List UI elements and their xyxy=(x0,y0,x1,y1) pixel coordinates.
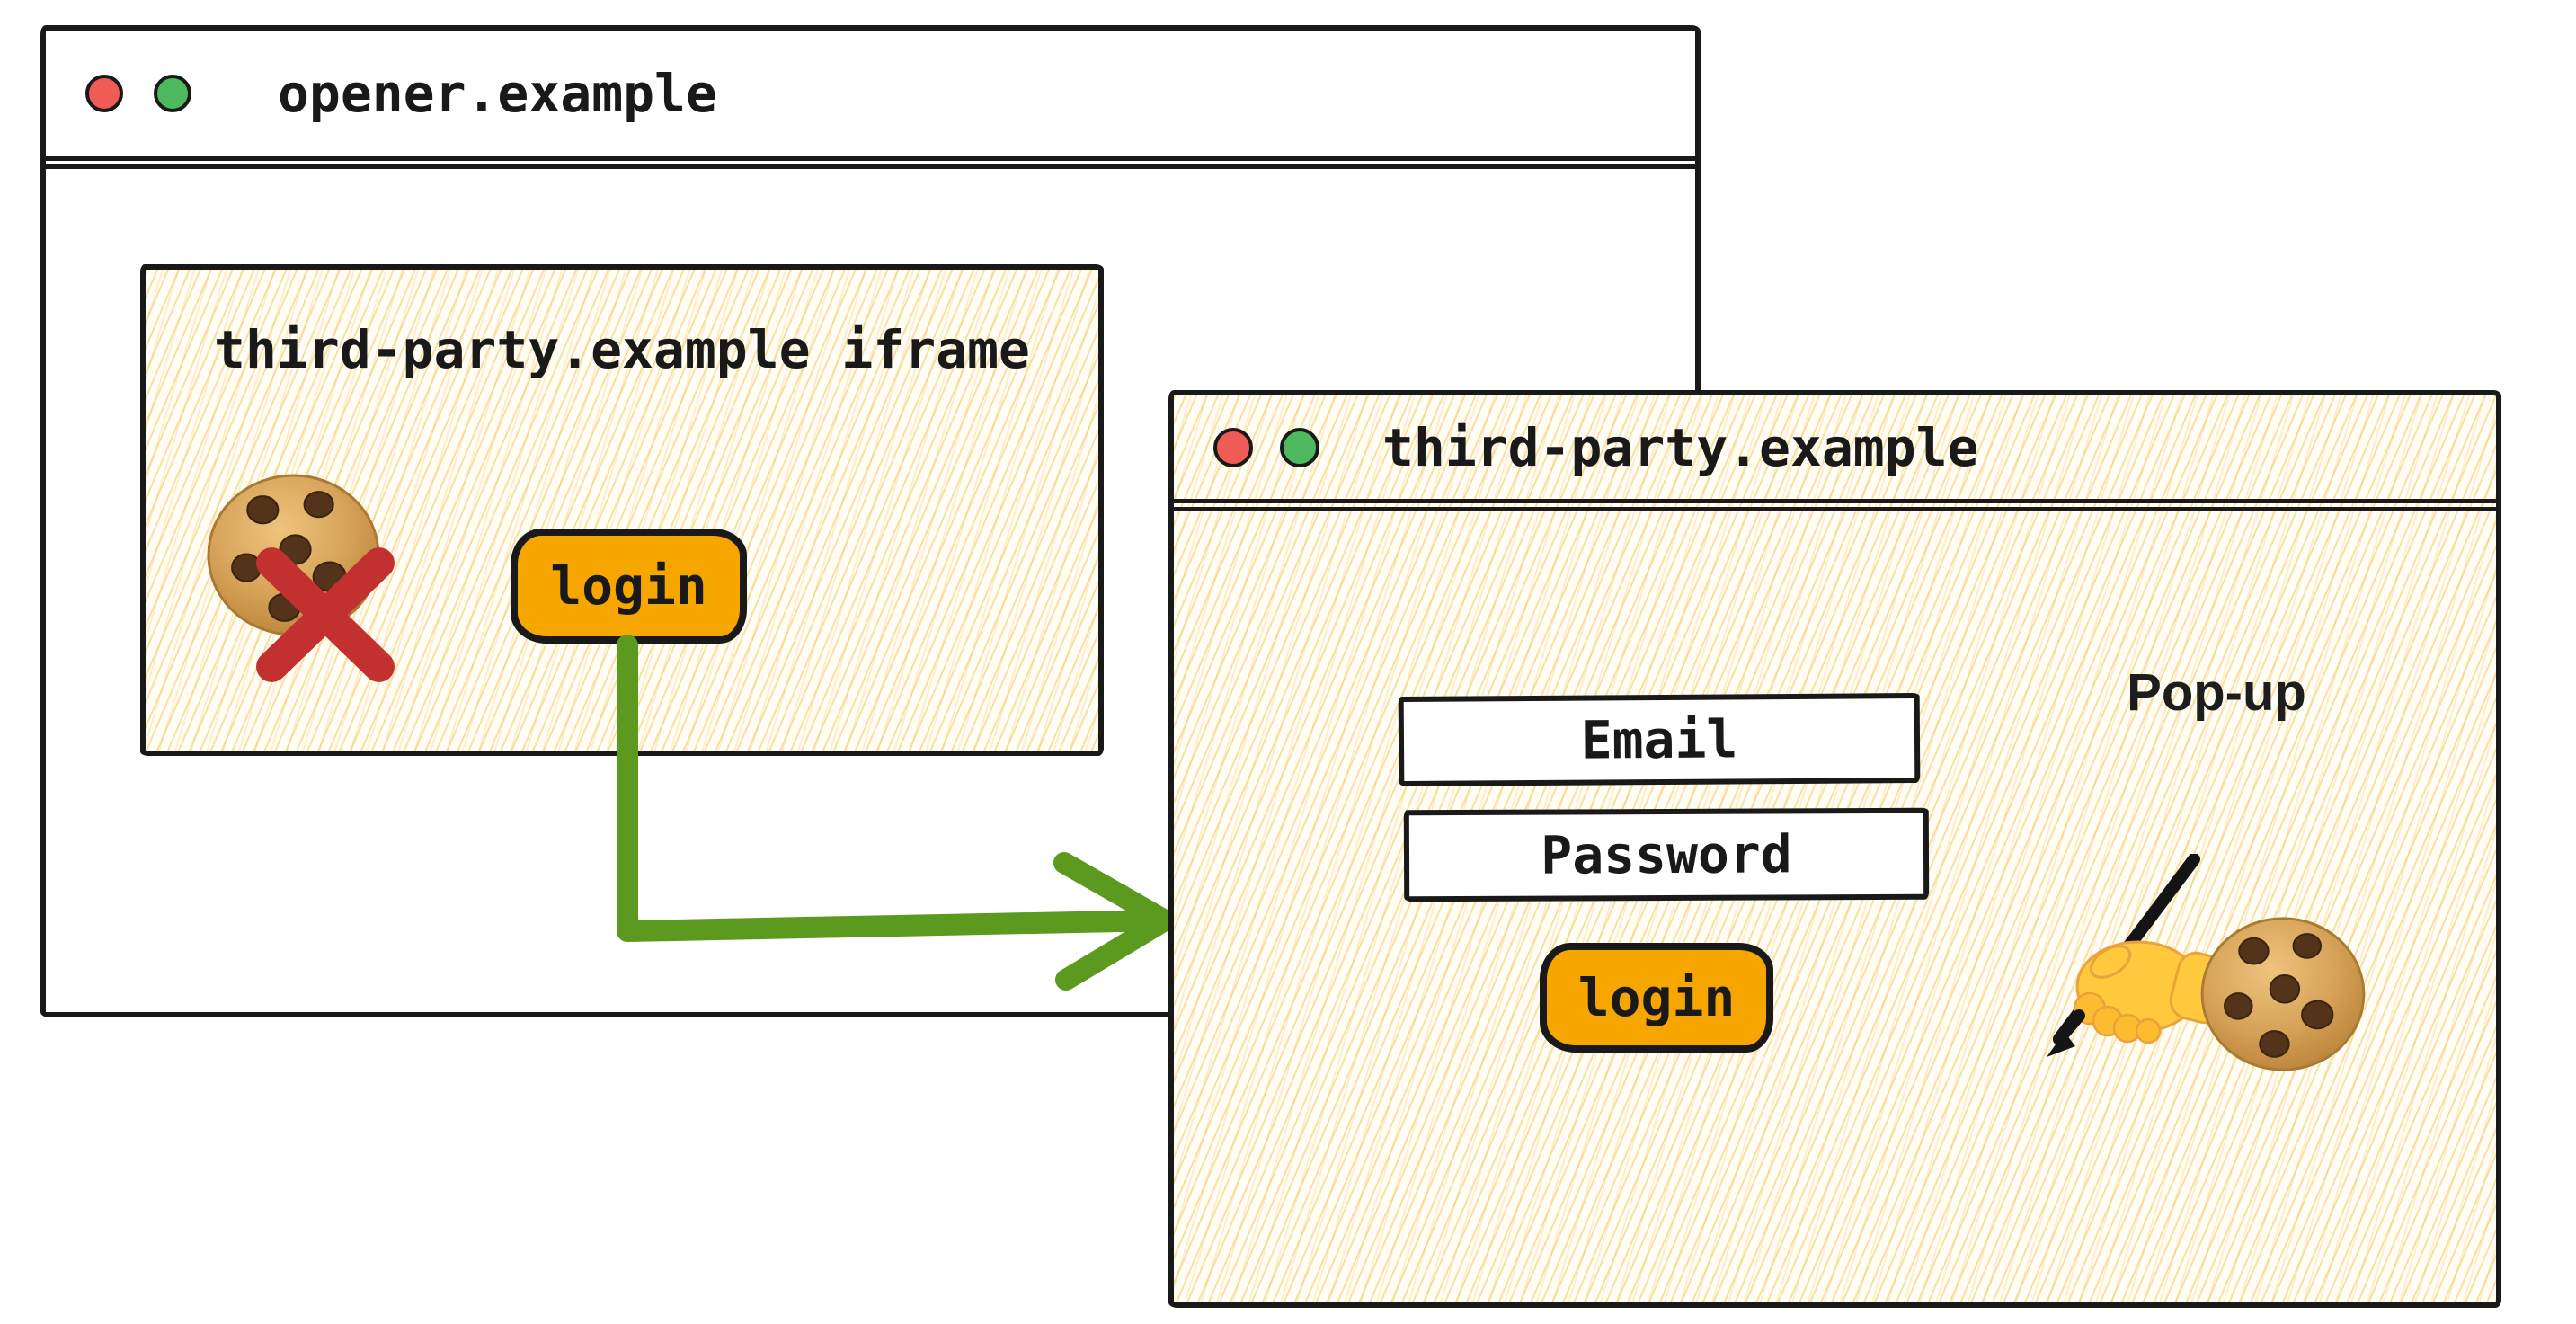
flow-arrow-icon xyxy=(593,620,1186,1016)
email-field[interactable]: Email xyxy=(1398,692,1921,787)
password-field[interactable]: Password xyxy=(1403,807,1930,902)
popup-window: third-party.example Pop-up Email Passwor… xyxy=(1168,390,2501,1308)
cookie-icon xyxy=(2197,915,2369,1073)
opener-window-title: opener.example xyxy=(278,63,717,124)
popup-badge-label: Pop-up xyxy=(2127,663,2306,722)
iframe-box: third-party.example iframe xyxy=(140,264,1104,756)
popup-window-title: third-party.example xyxy=(1382,416,1979,478)
iframe-login-button[interactable]: login xyxy=(511,529,747,644)
traffic-light-red-icon[interactable] xyxy=(85,75,123,112)
traffic-light-red-icon[interactable] xyxy=(1213,427,1253,467)
traffic-light-green-icon[interactable] xyxy=(1280,427,1319,467)
opener-titlebar[interactable]: opener.example xyxy=(46,31,1695,169)
traffic-light-green-icon[interactable] xyxy=(154,75,191,112)
blocked-cross-icon xyxy=(253,546,397,683)
iframe-title: third-party.example iframe xyxy=(214,319,1030,380)
popup-login-button[interactable]: login xyxy=(1540,943,1773,1053)
popup-titlebar[interactable]: third-party.example xyxy=(1174,395,2496,511)
